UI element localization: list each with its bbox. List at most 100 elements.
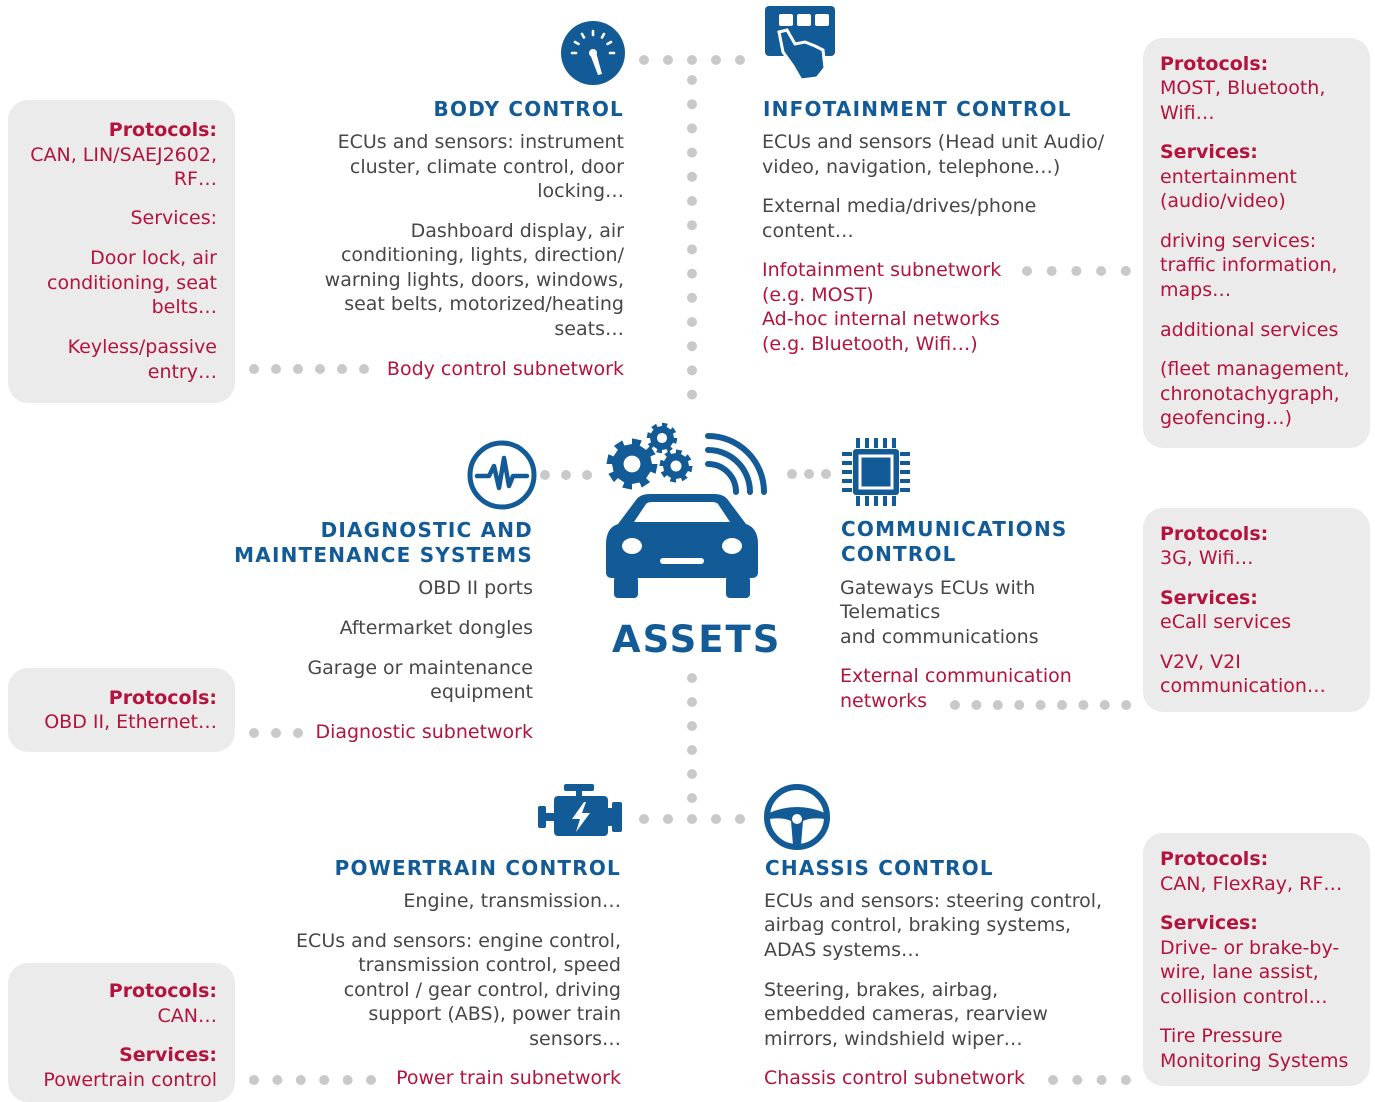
infotainment-items-line: External media/drives/phone [762,195,1037,217]
connector-dot [804,469,814,479]
connector-dot [687,793,697,803]
infotainment-fleet-line: geofencing…) [1160,407,1293,429]
powertrain-ecus-line: control / gear control, driving [343,979,621,1001]
chassis-services-line: wire, lane assist, [1160,961,1319,983]
chassis-extra-line: Tire Pressure [1160,1025,1283,1047]
connector-dot [1057,700,1067,710]
powertrain-ecus-line: ECUs and sensors: engine control, [296,930,621,952]
infotainment-protocols-label: Protocols: [1160,53,1269,75]
connector-dot [711,814,721,824]
connector-dot [687,171,697,182]
chassis-services-label: Services: [1160,912,1258,934]
infotainment-ecus-line: video, navigation, telephone…) [762,156,1061,178]
infotainment-fleet-line: chronotachygraph, [1160,383,1340,405]
body-services-line: Door lock, air [90,247,217,269]
chassis-protocols-line: CAN, FlexRay, RF… [1160,873,1343,895]
body-info-box [8,100,235,403]
communications-title: CONTROL [841,542,957,566]
connector-dot [687,123,697,134]
chassis-items-line: embedded cameras, rearview [764,1003,1048,1025]
diagnostic-garage-line: Garage or maintenance [307,657,533,679]
infotainment-subnetwork-line: (e.g. Bluetooth, Wifi…) [762,333,978,355]
connector-dot [1046,266,1057,276]
connector-dot [663,814,673,824]
connector-dot [272,1075,283,1085]
infotainment-additional-line: additional services [1160,319,1339,341]
communications-item: Gateways ECUs with [840,577,1036,599]
powertrain-ecus-line: sensors… [529,1028,621,1050]
infotainment-subnetwork-line: Infotainment subnetwork [762,259,1002,281]
pulse-monitor-icon [467,440,537,510]
connector-dot [687,75,697,85]
gear-hole [656,432,668,444]
chassis-title: CHASSIS CONTROL [765,856,994,880]
communications-item: and communications [840,626,1039,648]
communications-subnetwork-line: External communication [840,665,1072,687]
connector-dot [1071,266,1082,276]
chip-icon [842,438,910,506]
connector-dot [582,470,592,480]
body-ecus-line: locking… [537,180,624,202]
body-items-line: seat belts, motorized/heating [344,293,624,315]
connector-dot [687,220,697,231]
infotainment-control-title: INFOTAINMENT CONTROL [763,97,1072,121]
connector-dot [1096,266,1107,276]
diagnostic-garage-line: equipment [430,681,533,703]
body-services-line: belts… [151,296,217,318]
chassis-ecus-line: airbag control, braking systems, [764,914,1072,936]
connector-dot [295,1075,306,1085]
diagnostic-item: OBD II ports [418,577,533,599]
powertrain-services-line: Powertrain control [43,1069,217,1091]
connector-dot [687,55,697,65]
body-extra-line: Keyless/passive [67,336,217,358]
connector-dot [687,292,697,303]
car-with-gears-icon [606,422,767,598]
connector-dot [319,1075,330,1085]
connector-dot [821,469,831,479]
connector-dot [1096,1075,1107,1085]
connector-dot [735,55,745,65]
engine-icon [538,784,622,836]
body-protocols-line: CAN, LIN/SAEJ2602, [30,144,217,166]
powertrain-ecus-line: support (ABS), power train [368,1003,621,1025]
connector-dot [687,721,697,731]
infotainment-services-line: (audio/video) [1160,190,1286,212]
diagnostic-item: Aftermarket dongles [339,617,533,639]
body-extra-line: entry… [147,361,217,383]
body-items-line: conditioning, lights, direction/ [340,244,624,266]
infotainment-protocols-line: Wifi… [1160,102,1215,124]
chassis-info-box [1143,833,1370,1086]
body-protocols-label: Protocols: [108,119,217,141]
communications-protocols-line: 3G, Wifi… [1160,547,1254,569]
infotainment-driving-line: traffic information, [1160,254,1338,276]
connector-dot [271,728,281,738]
connector-dot [1078,700,1089,710]
diagnostic-subnetwork-label: Diagnostic subnetwork [315,721,533,743]
communications-subnetwork-line: networks [840,690,928,712]
connector-dot [971,700,982,710]
chassis-extra-line: Monitoring Systems [1160,1050,1349,1072]
connector-dot [639,55,649,65]
diagnostic-protocols-line: OBD II, Ethernet… [44,711,217,733]
chassis-services-line: collision control… [1160,986,1328,1008]
infotainment-fleet-line: (fleet management, [1160,358,1350,380]
connector-dot [249,728,259,738]
body-ecus-line: cluster, climate control, door [349,156,624,178]
steering-wheel-icon [764,784,830,850]
infotainment-info-box [1143,38,1370,448]
communications-extra-line: V2V, V2I [1160,651,1241,673]
diagnostic-info-box [8,668,235,752]
infotainment-services-line: entertainment [1160,166,1297,188]
body-services-line: conditioning, seat [47,272,217,294]
connector-dot [1035,700,1046,710]
body-control-title: BODY CONTROL [433,97,624,121]
connector-dot [293,364,303,374]
gear-hole [670,460,682,472]
connector-dot [366,1075,376,1085]
powertrain-protocols-line: CAN… [157,1005,217,1027]
connector-dot [687,196,697,206]
connector-dot [315,364,325,374]
connector-dot [687,317,697,327]
connector-dot [735,814,745,824]
